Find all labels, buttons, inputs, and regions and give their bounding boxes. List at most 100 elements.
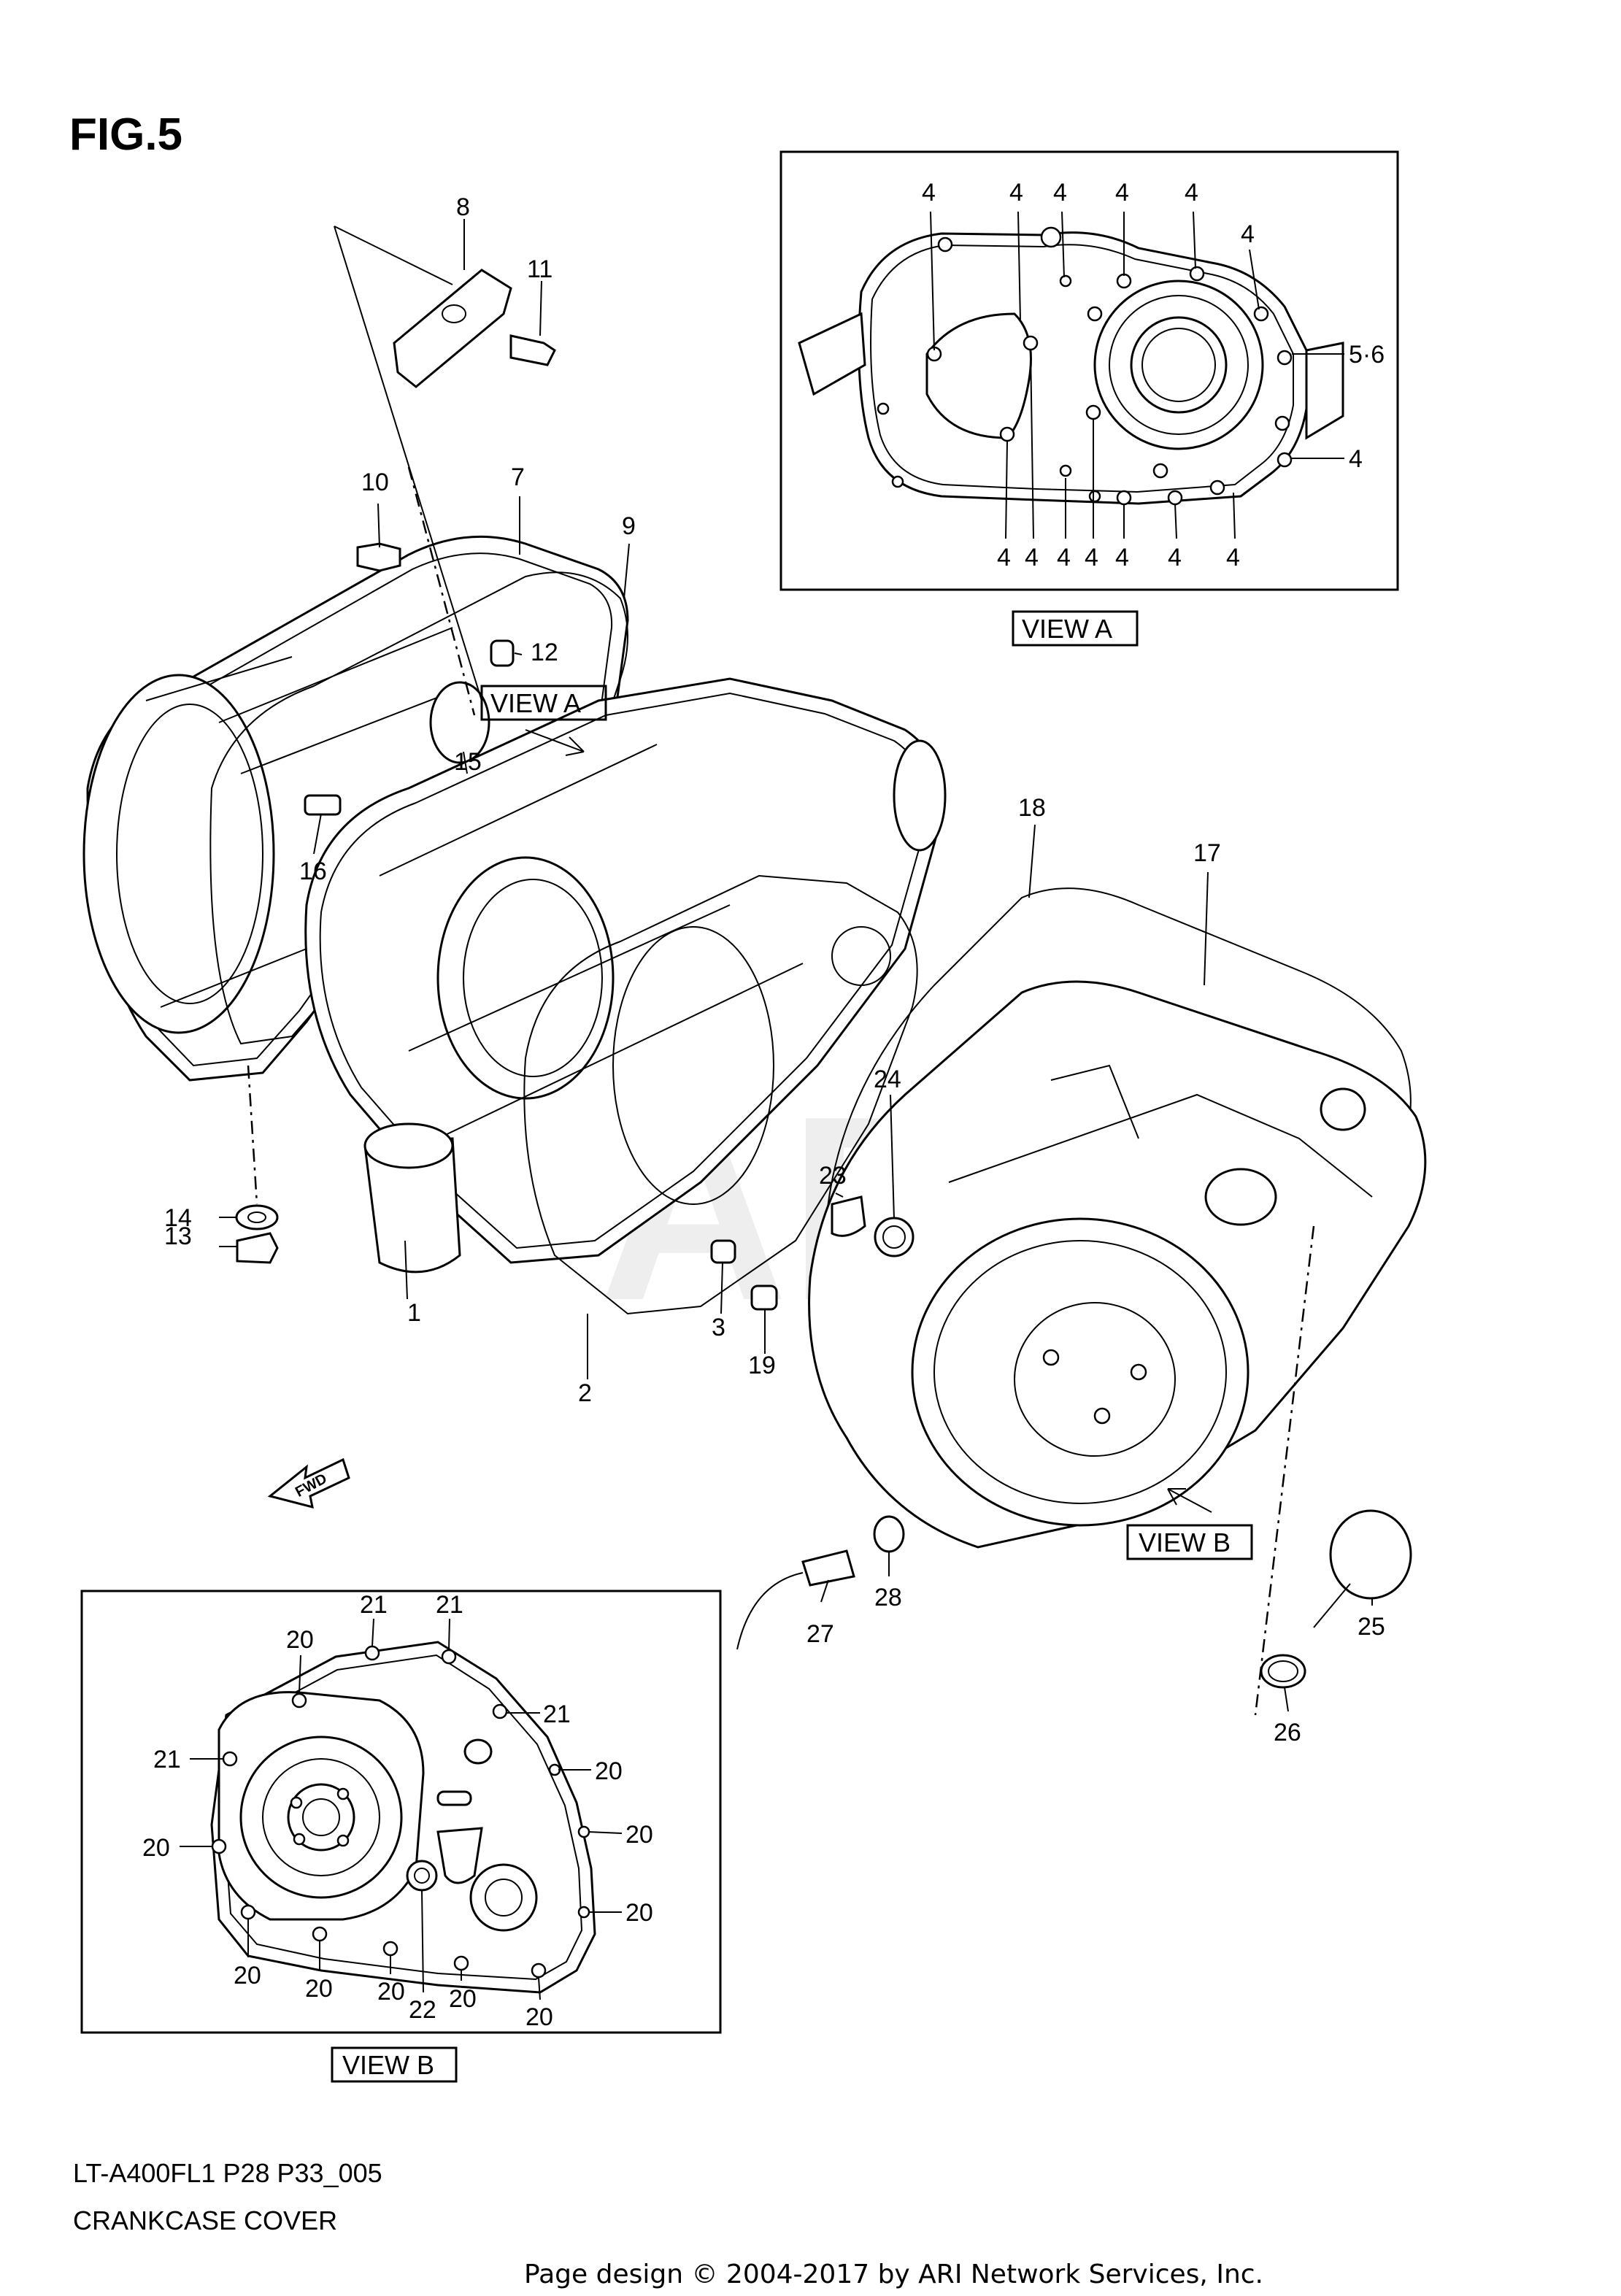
view-b-callout-12: 20 — [377, 1978, 405, 2006]
callout-11: 11 — [527, 255, 552, 283]
view-a-callout-right-1: 5·6 — [1349, 341, 1385, 369]
callout-24: 24 — [874, 1066, 901, 1093]
view-b-small-boss — [469, 1863, 538, 1932]
view-a-frame — [779, 150, 1399, 591]
view-b-label: VIEW B — [342, 2050, 434, 2080]
part-19-dowel — [750, 1284, 778, 1311]
view-b-callout-15: 20 — [525, 2003, 553, 2031]
view-b-callout-1: 21 — [360, 1591, 388, 1619]
part-24-o-ring — [874, 1217, 915, 1257]
callout-8: 8 — [456, 193, 470, 221]
view-b-label-box — [331, 2046, 458, 2083]
callout-15: 15 — [454, 748, 482, 776]
view-a-callout-top-2: 4 — [1009, 179, 1023, 207]
main-leaders — [219, 219, 1373, 1712]
view-b-frame — [80, 1590, 722, 2034]
view-a-leaders — [930, 211, 1344, 539]
view-b-plug — [406, 1860, 438, 1892]
part-1-duct — [363, 1122, 461, 1274]
part-8-washer — [393, 269, 512, 388]
view-a-callout-bottom-4: 4 — [1085, 544, 1098, 571]
view-a-label: VIEW A — [1022, 614, 1112, 644]
part-14-washer — [235, 1204, 279, 1230]
view-a-callout-right-2: 4 — [1349, 445, 1363, 473]
callout-27: 27 — [806, 1620, 834, 1648]
part-10-bolt — [356, 542, 401, 572]
view-b-boss-bore — [287, 1783, 355, 1852]
part-12-dowel — [490, 639, 515, 667]
view-a-pointer-label: VIEW A — [490, 688, 581, 718]
view-b-callout-8: 20 — [625, 1821, 653, 1849]
callout-28: 28 — [874, 1584, 902, 1611]
view-b-callout-4: 21 — [543, 1700, 571, 1728]
view-a-callout-bottom-1: 4 — [997, 544, 1011, 571]
view-b-pointer-box — [1126, 1524, 1253, 1560]
part-1-crankcase-body — [304, 677, 947, 1264]
callout-26: 26 — [1274, 1719, 1301, 1746]
part-2-gasket — [523, 874, 918, 1315]
view-a-callout-bottom-5: 4 — [1115, 544, 1129, 571]
part-26-o-ring — [1260, 1654, 1306, 1689]
part-16-stud — [304, 794, 342, 816]
view-a-callout-bottom-2: 4 — [1025, 544, 1039, 571]
copyright-footer: Page design © 2004-2017 by ARI Network S… — [524, 2260, 1263, 2289]
view-b-callout-7: 20 — [142, 1834, 170, 1862]
part-17-right-cover — [808, 980, 1427, 1549]
fwd-arrow-icon: FWD — [267, 1457, 350, 1509]
view-a-label-box — [1012, 610, 1139, 647]
view-a-callout-bottom-3: 4 — [1057, 544, 1071, 571]
callout-1: 1 — [407, 1299, 421, 1327]
view-a-right-bracket — [1305, 342, 1344, 440]
callout-14: 14 — [164, 1204, 192, 1232]
view-a-callout-top-5: 4 — [1185, 179, 1198, 207]
callout-9: 9 — [622, 512, 636, 540]
figure-title: FIG.5 — [69, 109, 182, 160]
callout-23: 23 — [819, 1162, 847, 1190]
callout-19: 19 — [748, 1352, 776, 1379]
part-23-plug — [831, 1195, 866, 1237]
alignment-line-view-a — [407, 466, 476, 716]
view-b-callout-3: 20 — [286, 1626, 314, 1654]
view-a-left-bracket — [798, 312, 866, 396]
callout-17: 17 — [1193, 839, 1221, 867]
callout-2: 2 — [578, 1379, 592, 1407]
view-b-callout-13: 20 — [449, 1985, 477, 2013]
view-a-callout-top-6: 4 — [1241, 220, 1255, 248]
figure-name: CRANKCASE COVER — [73, 2206, 337, 2235]
part-7-outer-cover — [82, 535, 629, 1082]
callout-10: 10 — [361, 469, 389, 496]
view-a-arrow-icon — [525, 729, 585, 756]
view-b-inset: 21 21 20 21 21 20 20 20 20 20 20 20 20 2… — [80, 1590, 722, 2034]
view-b-callout-10: 20 — [234, 1962, 261, 1989]
callout-7: 7 — [511, 463, 525, 491]
part-11-bolt — [509, 334, 556, 366]
view-a-pointer-box — [480, 685, 607, 721]
view-a-callout-top-4: 4 — [1115, 179, 1129, 207]
callout-12: 12 — [531, 639, 558, 666]
view-b-callout-5: 21 — [153, 1746, 181, 1773]
view-a-inset: 4 4 4 4 4 4 5·6 4 4 4 4 4 4 4 4 — [779, 150, 1399, 591]
view-b-bolt-holes — [211, 1645, 590, 1979]
part-9-gasket — [209, 571, 628, 1045]
view-b-callout-2: 21 — [436, 1591, 463, 1619]
view-a-callout-top-3: 4 — [1053, 179, 1067, 207]
view-b-callout-14: 22 — [409, 1996, 436, 2024]
callout-3: 3 — [712, 1314, 725, 1341]
view-b-leaders — [180, 1618, 623, 2000]
part-3-dowel — [710, 1239, 736, 1264]
view-b-callout-9: 20 — [625, 1899, 653, 1927]
part-15-seal — [429, 681, 490, 764]
callout-13: 13 — [164, 1222, 192, 1250]
view-a-bolt-holes — [877, 226, 1293, 506]
view-b-callout-6: 20 — [595, 1757, 623, 1785]
view-a-boss-bore — [1130, 316, 1228, 414]
view-b-callout-11: 20 — [305, 1975, 333, 2003]
callout-25: 25 — [1358, 1613, 1385, 1641]
part-28-washer — [873, 1515, 905, 1553]
view-a-callout-bottom-6: 4 — [1168, 544, 1182, 571]
view-a-callout-bottom-7: 4 — [1226, 544, 1240, 571]
view-b-arrow-icon — [1167, 1488, 1212, 1513]
part-13-bolt — [236, 1232, 279, 1264]
callout-18: 18 — [1018, 794, 1046, 822]
